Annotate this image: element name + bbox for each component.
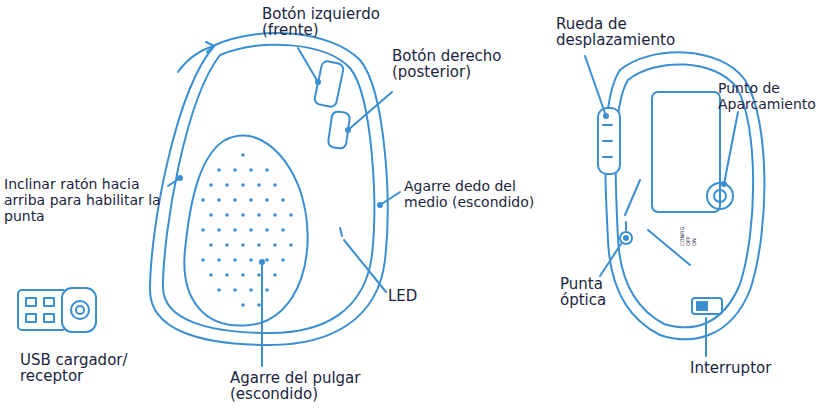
part-label: Agarre dedo del medio (escondido) <box>404 178 556 210</box>
part-label: Botón izquierdo (frente) <box>262 6 402 38</box>
part-label: Interruptor <box>690 360 810 376</box>
switch-mark: ON <box>692 238 697 246</box>
part-label: Agarre del pulgar (escondido) <box>230 370 380 402</box>
part-label: Punta óptica <box>560 276 632 308</box>
part-label: Rueda de desplazamiento <box>556 16 706 48</box>
instruction-note: Inclinar ratón hacia arriba para habilit… <box>4 176 172 224</box>
part-label: LED <box>388 288 448 304</box>
switch-mark: CONFIG <box>680 227 685 246</box>
switch-mark: OFF <box>686 236 691 246</box>
part-label: USB cargador/ receptor <box>20 352 140 384</box>
part-label: Punto de Aparcamiento <box>718 80 828 112</box>
part-label: Botón derecho (posterior) <box>392 48 522 80</box>
